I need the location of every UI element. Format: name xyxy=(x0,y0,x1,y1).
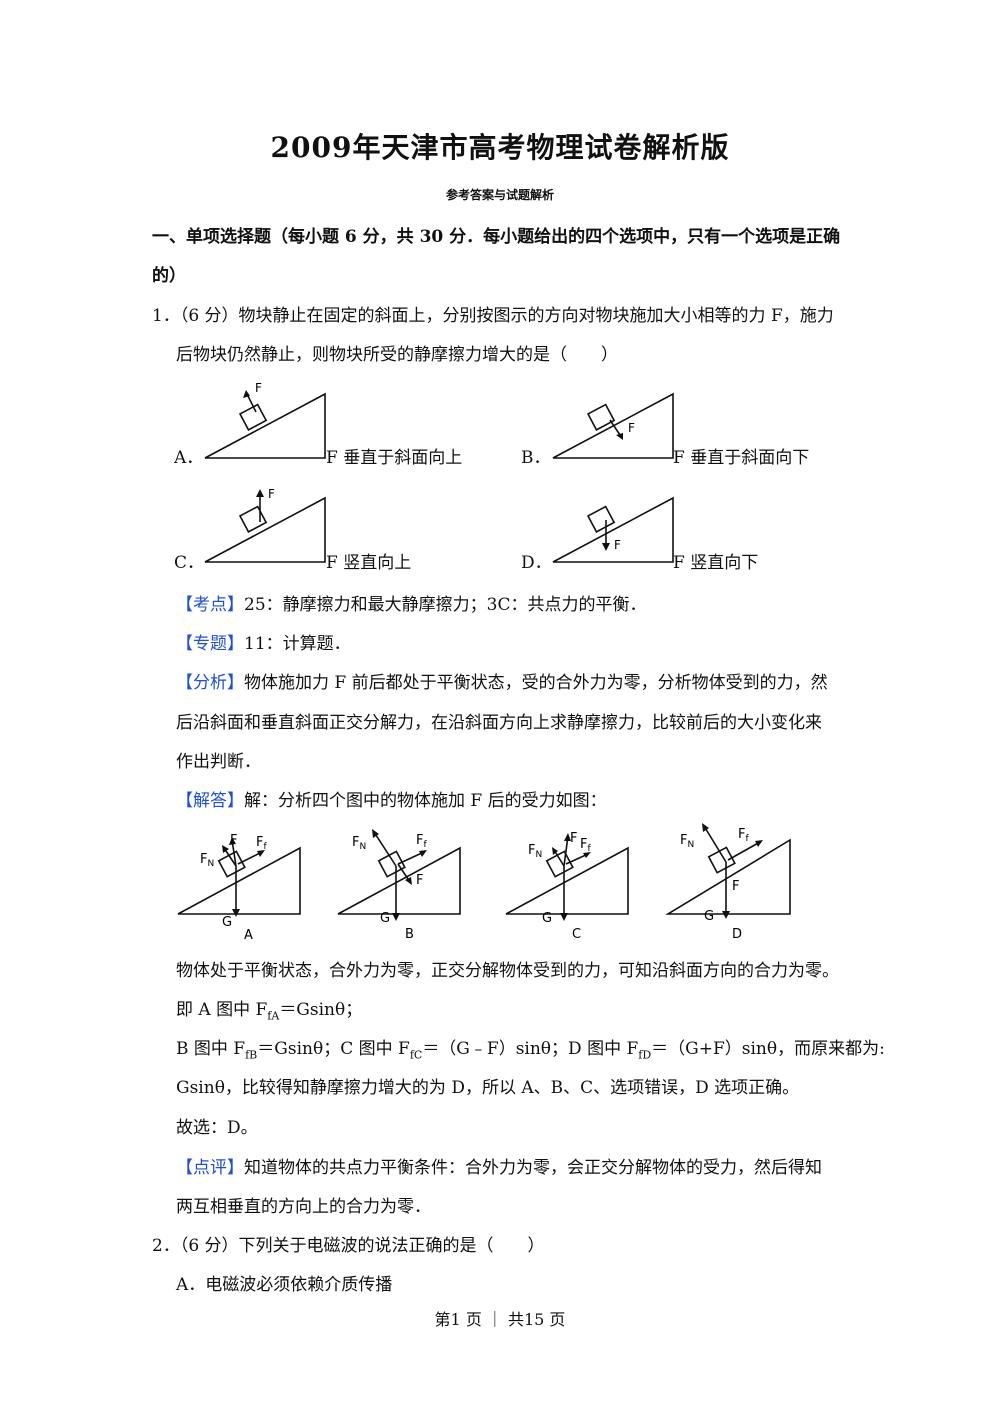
fig-label-d: D xyxy=(732,927,742,942)
svg-text:FN: FN xyxy=(200,852,214,869)
svg-text:F: F xyxy=(230,833,237,848)
force-diagram-c: F FN Ff G C xyxy=(505,831,629,942)
q1-fenxi-line2: 后沿斜面和垂直斜面正交分解力，在沿斜面方向上求静摩擦力，比较前后的大小变化来 xyxy=(176,713,822,733)
svg-text:Ff: Ff xyxy=(416,833,427,850)
q1-option-a-caption: F 垂直于斜面向上 xyxy=(326,448,463,468)
svg-text:Ff: Ff xyxy=(256,835,267,852)
dianping-tag: 【点评】 xyxy=(176,1158,244,1178)
force-label-b: F xyxy=(628,421,635,435)
kaodian-text: 25：静摩擦力和最大静摩擦力；3C：共点力的平衡． xyxy=(244,595,647,615)
q1-dianping-line2: 两互相垂直的方向上的合力为零． xyxy=(176,1197,431,1217)
q1-eq-bcd: B 图中 FfB＝Gsinθ；C 图中 FfC＝（G﹣F）sinθ；D 图中 F… xyxy=(176,1039,885,1062)
section-heading-line1: 一、单项选择题（每小题 6 分，共 30 分．每小题给出的四个选项中，只有一个选… xyxy=(152,227,841,247)
q2-stem: 2．（6 分）下列关于电磁波的说法正确的是（ ） xyxy=(152,1236,545,1256)
q1-option-c-caption: F 竖直向上 xyxy=(326,553,412,573)
q1-body-line4: Gsinθ，比较得知静摩擦力增大的为 D，所以 A、B、C、选项错误，D 选项正… xyxy=(176,1078,800,1098)
fig-label-c: C xyxy=(572,927,581,942)
q1-stem-line1: 1．（6 分）物块静止在固定的斜面上，分别按图示的方向对物块施加大小相等的力 F… xyxy=(152,306,834,326)
q1-force-diagrams: F FN Ff G A FN Ff F G B F FN Ff G C xyxy=(177,823,791,943)
fig-label-a: A xyxy=(244,928,253,943)
q1-dianping-line1: 【点评】知道物体的共点力平衡条件：合外力为零，会正交分解物体的受力，然后得知 xyxy=(176,1153,822,1178)
q2-option-a: A．电磁波必须依赖介质传播 xyxy=(176,1275,393,1295)
zhuanti-tag: 【专题】 xyxy=(176,634,244,654)
fenxi-tag: 【分析】 xyxy=(176,673,244,693)
q1-jieda: 【解答】解：分析四个图中的物体施加 F 后的受力如图： xyxy=(176,786,607,811)
svg-text:G: G xyxy=(704,909,714,924)
q1-fenxi-line1: 【分析】物体施加力 F 前后都处于平衡状态，受的合外力为零，分析物体受到的力，然 xyxy=(176,668,828,693)
fig-label-b: B xyxy=(405,927,414,942)
page-title: 2009年天津市高考物理试卷解析版 xyxy=(270,131,730,164)
force-label-c: F xyxy=(268,487,275,501)
force-diagram-d: FN Ff F G D xyxy=(665,823,791,942)
fenxi-text-1: 物体施加力 F 前后都处于平衡状态，受的合外力为零，分析物体受到的力，然 xyxy=(244,673,828,693)
force-diagram-b: FN Ff F G B xyxy=(337,829,461,942)
svg-text:G: G xyxy=(380,911,390,926)
svg-text:Ff: Ff xyxy=(738,827,749,844)
q1-zhuanti: 【专题】11：计算题． xyxy=(176,629,351,654)
q1-answer: 故选：D。 xyxy=(176,1118,258,1138)
q1-option-a-figure: F xyxy=(204,381,326,459)
jieda-text: 解：分析四个图中的物体施加 F 后的受力如图： xyxy=(244,791,607,811)
q1-option-b-figure: F xyxy=(552,392,674,459)
q1-body-line1: 物体处于平衡状态，合外力为零，正交分解物体受到的力，可知沿斜面方向的合力为零。 xyxy=(176,961,839,981)
zhuanti-text: 11：计算题． xyxy=(244,634,351,654)
force-diagram-a: F FN Ff G A xyxy=(177,833,301,943)
q1-fenxi-line3: 作出判断． xyxy=(176,752,261,772)
q1-option-d-figure: F xyxy=(552,496,674,563)
page-subtitle: 参考答案与试题解析 xyxy=(445,188,554,202)
q1-option-c-figure: F xyxy=(204,487,326,563)
q1-option-a-label: A． xyxy=(174,448,204,468)
q1-eq-a: 即 A 图中 FfA＝Gsinθ； xyxy=(176,1000,363,1023)
svg-text:F: F xyxy=(416,873,423,888)
q1-kaodian: 【考点】25：静摩擦力和最大静摩擦力；3C：共点力的平衡． xyxy=(176,590,646,615)
section-heading-line2: 的） xyxy=(152,266,186,286)
force-label-a: F xyxy=(255,381,262,395)
svg-text:FN: FN xyxy=(352,835,366,852)
force-label-d: F xyxy=(614,538,621,552)
dianping-text-1: 知道物体的共点力平衡条件：合外力为零，会正交分解物体的受力，然后得知 xyxy=(244,1158,822,1178)
q1-option-c-label: C． xyxy=(174,553,205,573)
svg-text:F: F xyxy=(570,831,577,846)
svg-text:F: F xyxy=(732,879,739,894)
page-footer: 第1 页 ｜ 共15 页 xyxy=(434,1310,566,1329)
svg-text:G: G xyxy=(222,915,232,930)
q1-option-d-caption: F 竖直向下 xyxy=(673,553,759,573)
jieda-tag: 【解答】 xyxy=(176,791,244,811)
svg-text:FN: FN xyxy=(528,843,542,860)
q1-stem-line2: 后物块仍然静止，则物块所受的静摩擦力增大的是（ ） xyxy=(176,345,618,365)
svg-text:G: G xyxy=(542,911,552,926)
q1-option-b-label: B． xyxy=(521,448,551,468)
q1-option-d-label: D． xyxy=(521,553,552,573)
kaodian-tag: 【考点】 xyxy=(176,595,244,615)
q1-option-b-caption: F 垂直于斜面向下 xyxy=(673,448,810,468)
svg-text:Ff: Ff xyxy=(580,837,591,854)
svg-text:FN: FN xyxy=(680,833,694,850)
